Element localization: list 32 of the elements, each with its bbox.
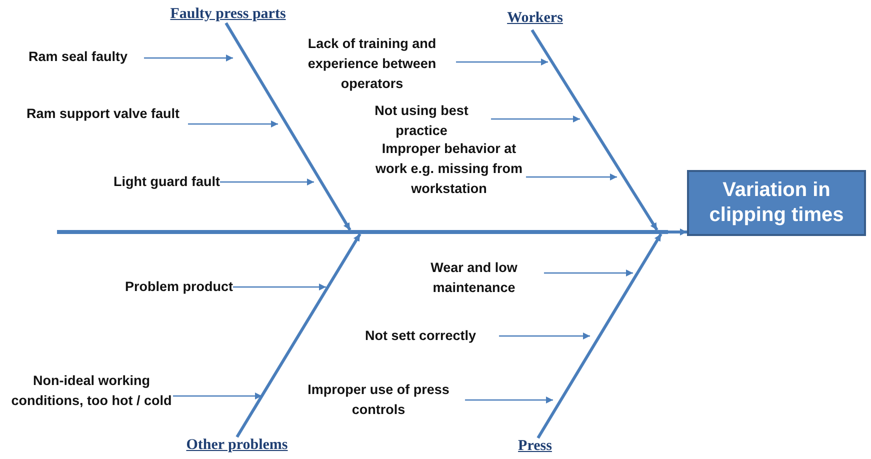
arrow <box>220 178 314 186</box>
cause-text: Not using best practice <box>352 101 491 141</box>
category-label: Faulty press parts <box>165 6 291 23</box>
arrow <box>544 270 633 276</box>
arrow <box>144 54 233 62</box>
cause-text: Problem product <box>40 277 233 297</box>
bone-arrow <box>224 22 352 231</box>
category-label: Press <box>505 438 565 458</box>
cause-text: Wear and low maintenance <box>404 258 544 298</box>
bone-arrow <box>530 29 658 231</box>
arrow <box>491 116 580 122</box>
arrow <box>188 120 278 128</box>
arrow <box>465 396 553 404</box>
arrow <box>173 392 262 400</box>
cause-text: Not sett correctly <box>342 326 499 346</box>
cause-text: Ram seal faulty <box>12 47 144 67</box>
cause-text: Light guard fault <box>40 172 220 192</box>
cause-text: Lack of training and experience between operators <box>288 34 456 94</box>
bone-arrow <box>236 233 362 438</box>
arrow <box>233 284 326 290</box>
spine-arrow <box>668 228 687 236</box>
arrow <box>456 58 548 66</box>
cause-text: Improper behavior at work e.g. missing from workstation <box>372 139 526 219</box>
cause-text: Ram support valve fault <box>18 104 188 144</box>
bone-arrow <box>536 233 662 439</box>
arrow <box>499 332 590 340</box>
arrow <box>526 174 617 180</box>
cause-text: Non-ideal working conditions, too hot / cold <box>10 371 173 431</box>
cause-text: Improper use of press controls <box>292 380 465 420</box>
effect-box: Variation in clipping times <box>687 170 866 236</box>
category-label: Other problems <box>166 437 308 457</box>
category-label: Workers <box>495 10 575 30</box>
